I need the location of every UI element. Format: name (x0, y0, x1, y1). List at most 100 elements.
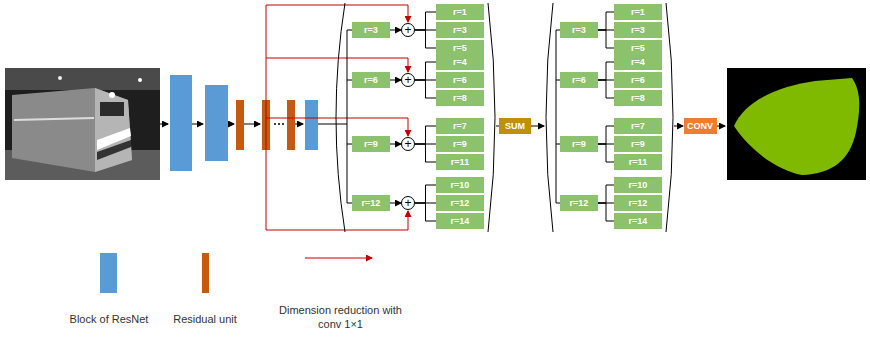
node-label: r=9 (364, 140, 378, 149)
residual-unit (236, 100, 244, 150)
connector (390, 203, 401, 204)
connector (415, 12, 436, 30)
ellipsis-dot (282, 123, 284, 125)
connector (598, 80, 614, 98)
legend-label: Block of ResNet (60, 313, 158, 327)
branch-line (556, 30, 557, 203)
node-label: r=12 (570, 199, 589, 208)
dilation-box: r=9 (436, 136, 484, 152)
bracket (336, 3, 345, 232)
node-label: r=6 (364, 76, 378, 85)
flow-line (318, 124, 336, 125)
branch-lines (556, 30, 560, 203)
node-label: + (404, 24, 411, 36)
sum-circle: + (401, 73, 415, 87)
node-label: r=9 (572, 140, 586, 149)
node-label: r=3 (631, 26, 645, 35)
dilation-box: r=1 (436, 4, 484, 20)
node-label: r=7 (631, 122, 645, 131)
red-line (266, 118, 408, 136)
ellipsis-dot (274, 123, 276, 125)
branch-line (347, 30, 348, 203)
dimension-reduction-lines (266, 5, 408, 230)
node-label: r=12 (629, 199, 648, 208)
train-light (109, 92, 115, 98)
connector (598, 126, 614, 144)
dilation-box: r=7 (436, 118, 484, 134)
dilation-box: r=6 (352, 72, 390, 88)
legend-swatch (202, 253, 209, 293)
dilation-box: r=6 (436, 72, 484, 88)
dilation-box: r=1 (614, 4, 662, 20)
flow-arrow (674, 126, 683, 127)
output-mask-shape (734, 78, 859, 175)
flow-arrow (160, 124, 168, 125)
node-label: r=12 (451, 199, 470, 208)
dilation-box: r=10 (614, 177, 662, 193)
flow-arrow (244, 124, 260, 125)
node-label: r=14 (451, 217, 470, 226)
dilation-box: r=3 (352, 22, 390, 38)
connector (415, 62, 436, 80)
node-label: r=6 (572, 76, 586, 85)
flow-arrow (228, 124, 234, 125)
dilation-box: r=9 (614, 136, 662, 152)
photo-ground (5, 68, 160, 180)
input-photo (5, 68, 160, 180)
dilation-box: r=12 (352, 195, 390, 211)
dilation-box: r=8 (436, 90, 484, 106)
node-label: r=6 (453, 76, 467, 85)
node-label: r=3 (453, 26, 467, 35)
connector (415, 80, 436, 98)
red-line (266, 58, 408, 72)
dilation-box: r=11 (436, 154, 484, 170)
bracket (666, 3, 673, 232)
node-label: r=6 (631, 76, 645, 85)
resnet-block (305, 100, 318, 150)
resnet-block (170, 75, 192, 171)
node-label: CONV (687, 122, 713, 131)
dilation-box: r=6 (560, 72, 598, 88)
train-window (100, 102, 124, 116)
photo-ceiling (5, 68, 160, 90)
node-label: r=10 (629, 181, 648, 190)
bracket (488, 3, 495, 232)
node-label: r=4 (453, 58, 467, 67)
dilation-box: r=9 (560, 136, 598, 152)
ellipsis-dot (278, 123, 280, 125)
connector (598, 62, 614, 80)
node-label: r=14 (629, 217, 648, 226)
node-label: + (404, 74, 411, 86)
dilation-box: r=12 (436, 195, 484, 211)
dilation-box: r=12 (614, 195, 662, 211)
train-stripe (14, 118, 94, 120)
node-label: r=1 (453, 8, 467, 17)
dilation-box: r=12 (560, 195, 598, 211)
node-label: r=7 (453, 122, 467, 131)
dilation-box: r=11 (614, 154, 662, 170)
branch-lines (336, 30, 352, 203)
train-stripe (97, 140, 131, 160)
dilation-box: r=7 (614, 118, 662, 134)
connector (390, 30, 401, 31)
node-label: r=10 (451, 181, 470, 190)
node-label: r=11 (451, 158, 469, 167)
node-label: r=9 (453, 140, 467, 149)
flow-arrow (716, 126, 725, 127)
station-light (58, 76, 62, 80)
dilation-box: r=4 (436, 54, 484, 70)
sum-box: SUM (499, 118, 531, 134)
connector (415, 30, 436, 48)
node-label: + (404, 197, 411, 209)
connector (415, 203, 436, 221)
node-label: r=3 (572, 26, 586, 35)
dilation-box: r=10 (436, 177, 484, 193)
node-label: r=3 (364, 26, 378, 35)
node-label: r=5 (631, 44, 645, 53)
red-line (266, 5, 408, 22)
output-mask-ground (727, 68, 866, 180)
node-label: r=5 (453, 44, 467, 53)
